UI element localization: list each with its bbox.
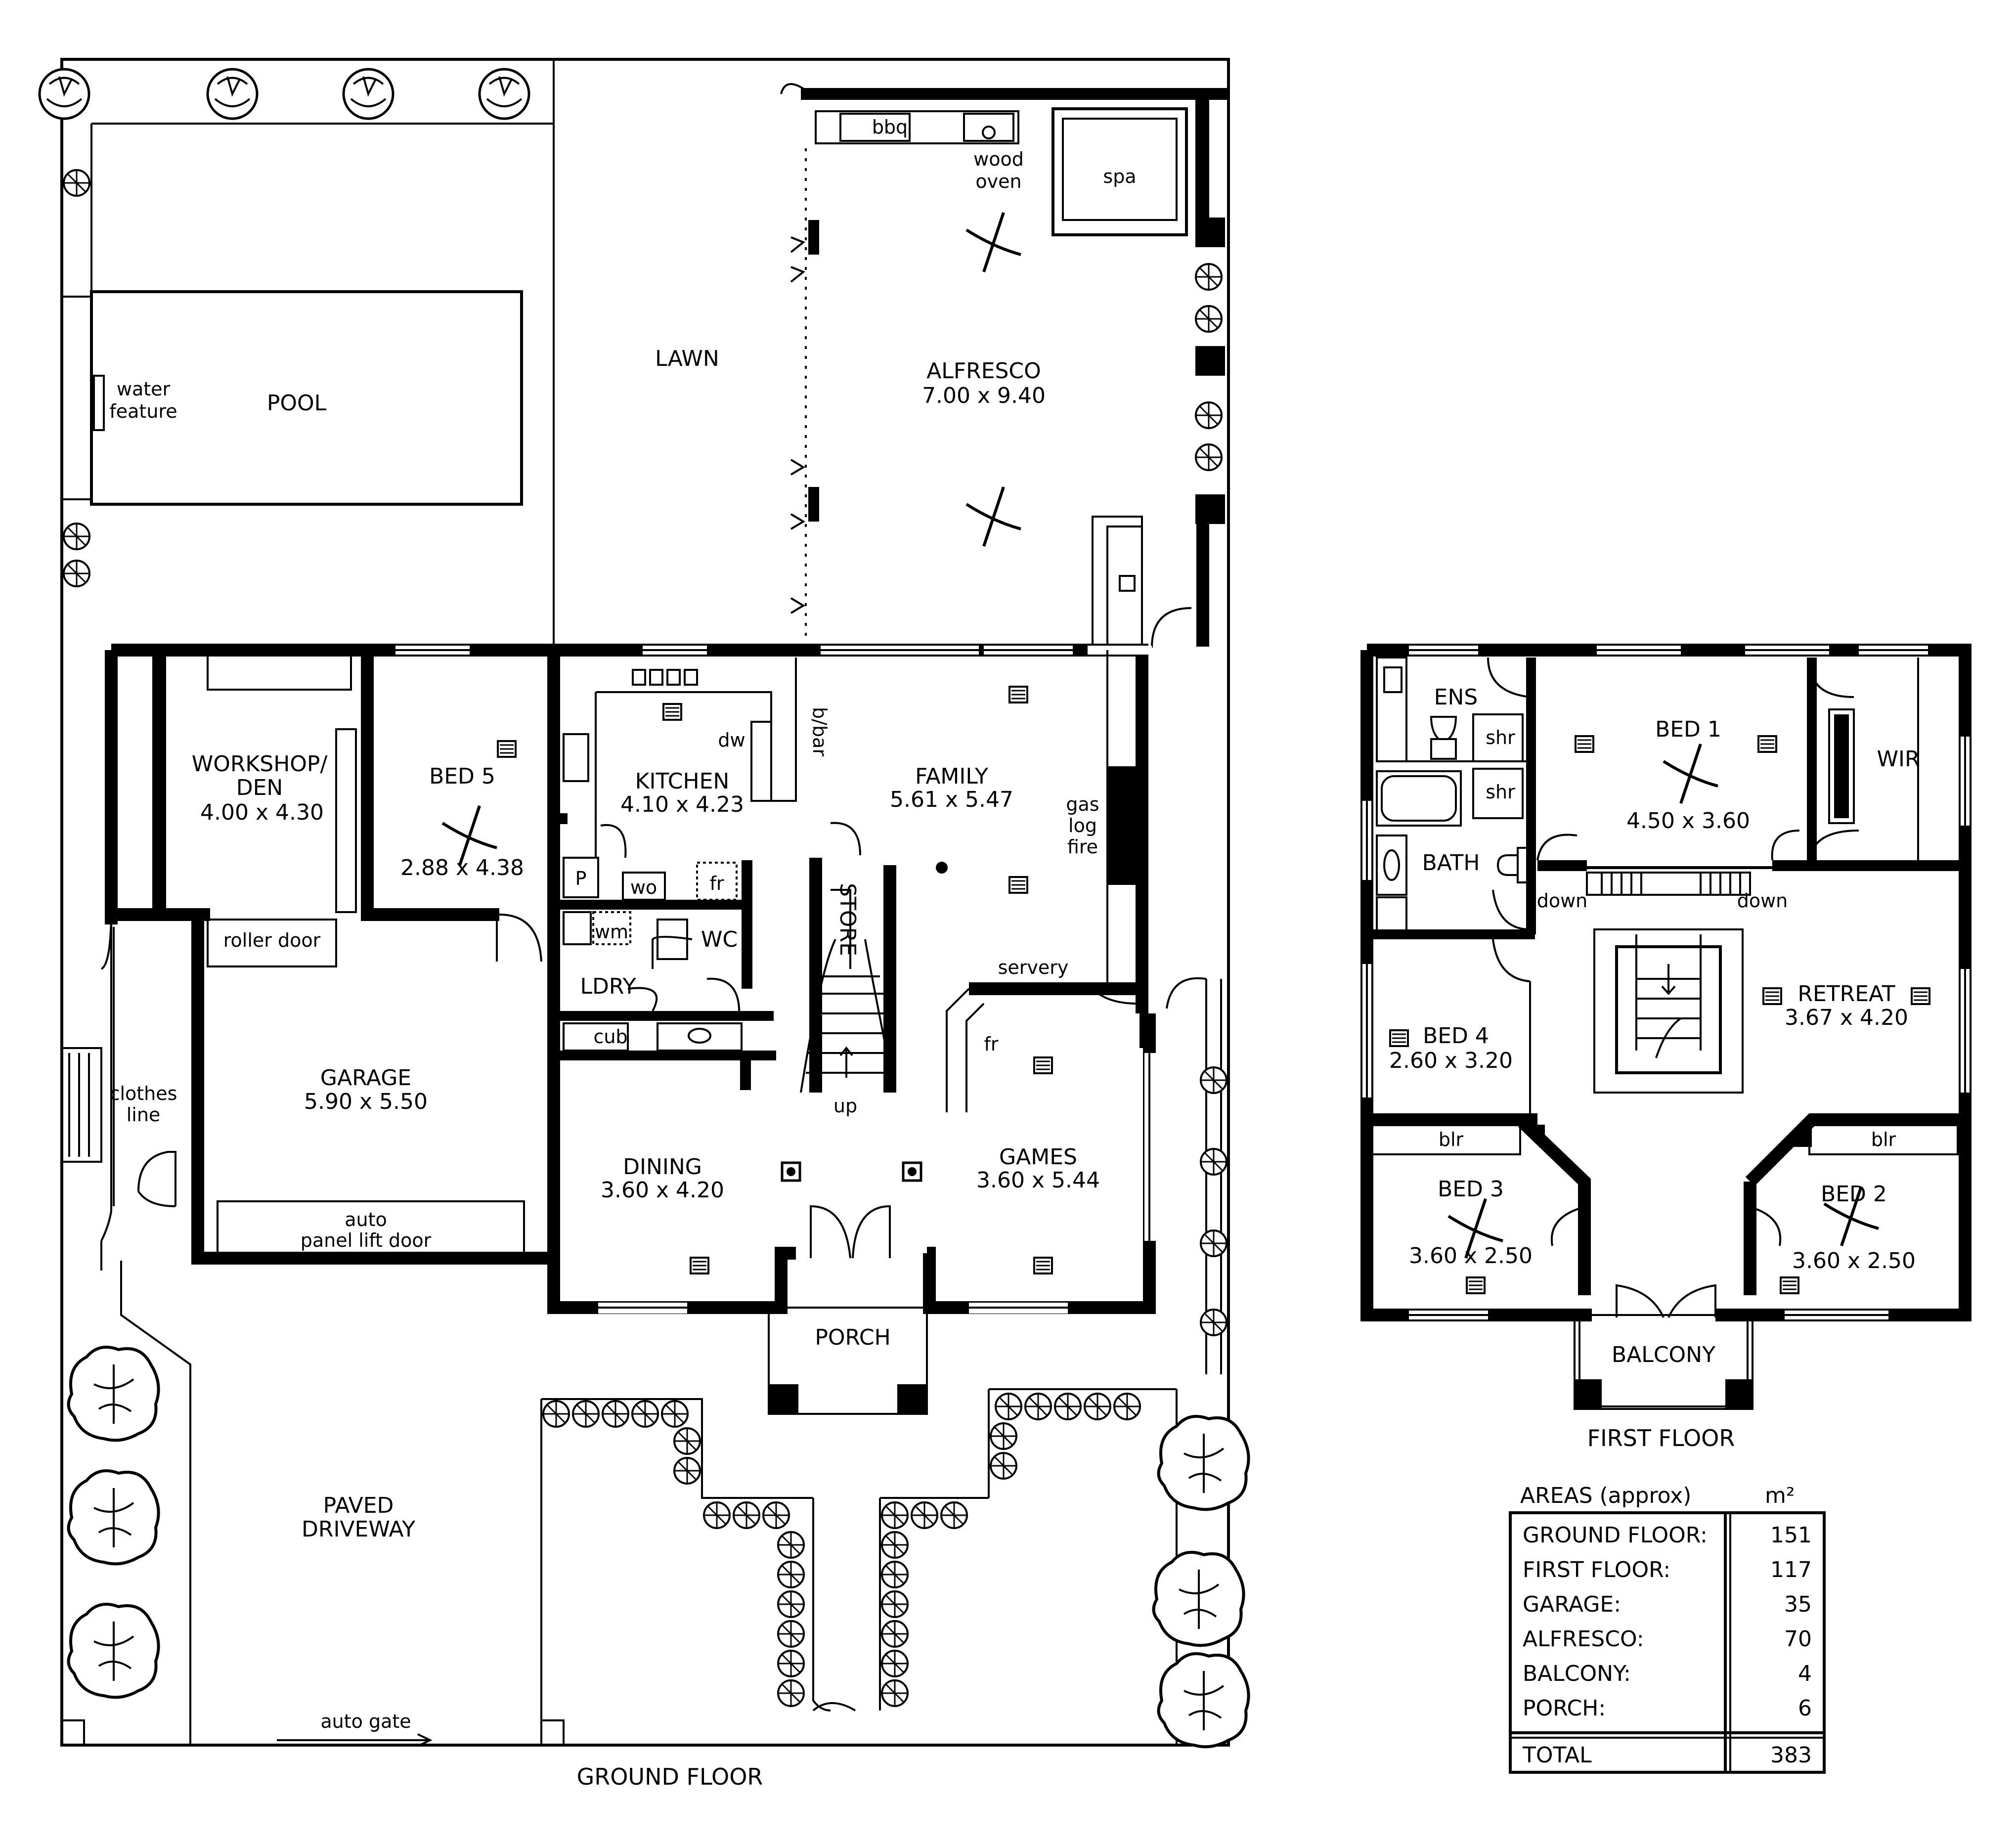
areas-row-label: FIRST FLOOR: — [1523, 1557, 1670, 1582]
areas-row-label: GARAGE: — [1523, 1592, 1621, 1617]
first-floor-title: FIRST FLOOR — [1587, 1425, 1735, 1451]
label-clothes-line-2: line — [127, 1104, 161, 1126]
label-games: GAMES — [999, 1144, 1077, 1170]
label-workshop-2: DEN — [236, 775, 283, 800]
areas-row-label: PORCH: — [1523, 1696, 1606, 1721]
areas-total-value: 383 — [1770, 1743, 1812, 1768]
label-bed1: BED 1 — [1655, 717, 1721, 742]
label-dw: dw — [718, 729, 745, 751]
label-pool: POOL — [267, 391, 327, 416]
ground-floor-title: GROUND FLOOR — [577, 1763, 763, 1790]
label-ens: ENS — [1434, 685, 1478, 710]
label-garage-dim: 5.90 x 5.50 — [304, 1089, 428, 1114]
areas-table: AREAS (approx) m² GROUND FLOOR: 151FIRST … — [1509, 1483, 1826, 1774]
areas-unit: m² — [1765, 1483, 1795, 1508]
label-wir: WIR — [1877, 746, 1920, 772]
label-bed5-dim: 2.88 x 4.38 — [400, 855, 524, 880]
label-dining-dim: 3.60 x 4.20 — [601, 1178, 724, 1203]
label-balcony: BALCONY — [1612, 1342, 1715, 1367]
label-gas-log-fire-2: log — [1068, 815, 1097, 836]
label-servery: servery — [998, 957, 1069, 978]
areas-row-value: 151 — [1770, 1523, 1812, 1548]
label-alfresco: ALFRESCO — [926, 358, 1041, 384]
label-bbar: b/bar — [809, 707, 831, 756]
first-floor — [1360, 644, 1972, 1410]
label-workshop: WORKSHOP/ — [192, 751, 328, 777]
label-blr: blr — [1439, 1129, 1464, 1150]
label-bath: BATH — [1422, 850, 1480, 876]
areas-total-label: TOTAL — [1522, 1743, 1592, 1768]
label-bbq: bbq — [872, 116, 908, 138]
label-bed2: BED 2 — [1821, 1182, 1887, 1207]
label-fr: fr — [709, 873, 724, 894]
label-wo: wo — [630, 877, 657, 898]
label-bed5: BED 5 — [429, 764, 495, 789]
label-retreat: RETREAT — [1797, 981, 1895, 1007]
label-auto-gate: auto gate — [320, 1710, 411, 1732]
label-wm: wm — [595, 921, 628, 943]
label-lawn: LAWN — [655, 346, 719, 371]
areas-row-label: GROUND FLOOR: — [1523, 1523, 1708, 1548]
label-wood-oven-2: oven — [975, 171, 1021, 192]
label-shr: shr — [1486, 727, 1515, 748]
ground-floor — [40, 58, 1249, 1747]
label-gas-log-fire: gas — [1066, 793, 1099, 815]
areas-row-label: BALCONY: — [1523, 1661, 1631, 1686]
label-paved-driveway-2: DRIVEWAY — [302, 1517, 415, 1542]
label-spa: spa — [1103, 166, 1136, 187]
label-ldry: LDRY — [580, 974, 636, 999]
label-bed3-dim: 3.60 x 2.50 — [1409, 1243, 1533, 1269]
label-family-dim: 5.61 x 5.47 — [890, 787, 1013, 812]
label-bed2-dim: 3.60 x 2.50 — [1792, 1248, 1916, 1273]
label-kitchen: KITCHEN — [635, 769, 730, 794]
label-water-feature-2: feature — [109, 400, 177, 422]
areas-row-value: 117 — [1770, 1557, 1812, 1582]
label-dining: DINING — [623, 1154, 702, 1180]
label-garage: GARAGE — [320, 1065, 411, 1091]
areas-row-value: 35 — [1784, 1592, 1812, 1617]
label-wc: WC — [701, 927, 738, 952]
label-auto-door-2: panel lift door — [301, 1229, 432, 1251]
label-shr-2: shr — [1486, 781, 1515, 803]
label-bed4-dim: 2.60 x 3.20 — [1389, 1048, 1513, 1073]
label-pantry: P — [575, 868, 587, 889]
label-auto-door: auto — [345, 1209, 387, 1230]
ground-floor-labels: LAWN POOL water feature ALFRESCO 7.00 x … — [109, 116, 1136, 1790]
label-down-2: down — [1737, 890, 1788, 912]
label-down: down — [1537, 890, 1588, 912]
label-alfresco-dim: 7.00 x 9.40 — [922, 383, 1046, 408]
areas-row-value: 70 — [1784, 1626, 1812, 1652]
areas-row-label: ALFRESCO: — [1523, 1626, 1644, 1652]
label-fr2: fr — [984, 1033, 998, 1055]
label-workshop-dim: 4.00 x 4.30 — [200, 800, 324, 825]
label-clothes-line: clothes — [110, 1083, 177, 1104]
first-floor-labels: ENS shr shr BATH BED 1 4.50 x 3.60 WIR d… — [1389, 685, 1920, 1451]
areas-header: AREAS (approx) — [1520, 1483, 1691, 1508]
label-roller-door: roller door — [223, 929, 321, 951]
label-kitchen-dim: 4.10 x 4.23 — [620, 792, 744, 817]
areas-row-value: 4 — [1798, 1661, 1812, 1686]
label-porch: PORCH — [815, 1325, 890, 1350]
label-store: STORE — [835, 883, 860, 956]
label-bed4: BED 4 — [1423, 1023, 1489, 1049]
label-family: FAMILY — [915, 764, 988, 789]
label-gas-log-fire-3: fire — [1067, 836, 1098, 858]
label-blr-2: blr — [1871, 1129, 1896, 1150]
label-bed3: BED 3 — [1438, 1177, 1504, 1202]
label-up: up — [833, 1095, 857, 1117]
label-wood-oven: wood — [973, 148, 1024, 170]
label-retreat-dim: 3.67 x 4.20 — [1785, 1005, 1908, 1030]
label-water-feature: water — [117, 378, 171, 400]
label-paved-driveway: PAVED — [323, 1493, 394, 1518]
label-games-dim: 3.60 x 5.44 — [976, 1168, 1100, 1193]
areas-row-value: 6 — [1798, 1696, 1812, 1721]
label-bed1-dim: 4.50 x 3.60 — [1626, 808, 1750, 833]
label-cub: cub — [593, 1026, 627, 1048]
